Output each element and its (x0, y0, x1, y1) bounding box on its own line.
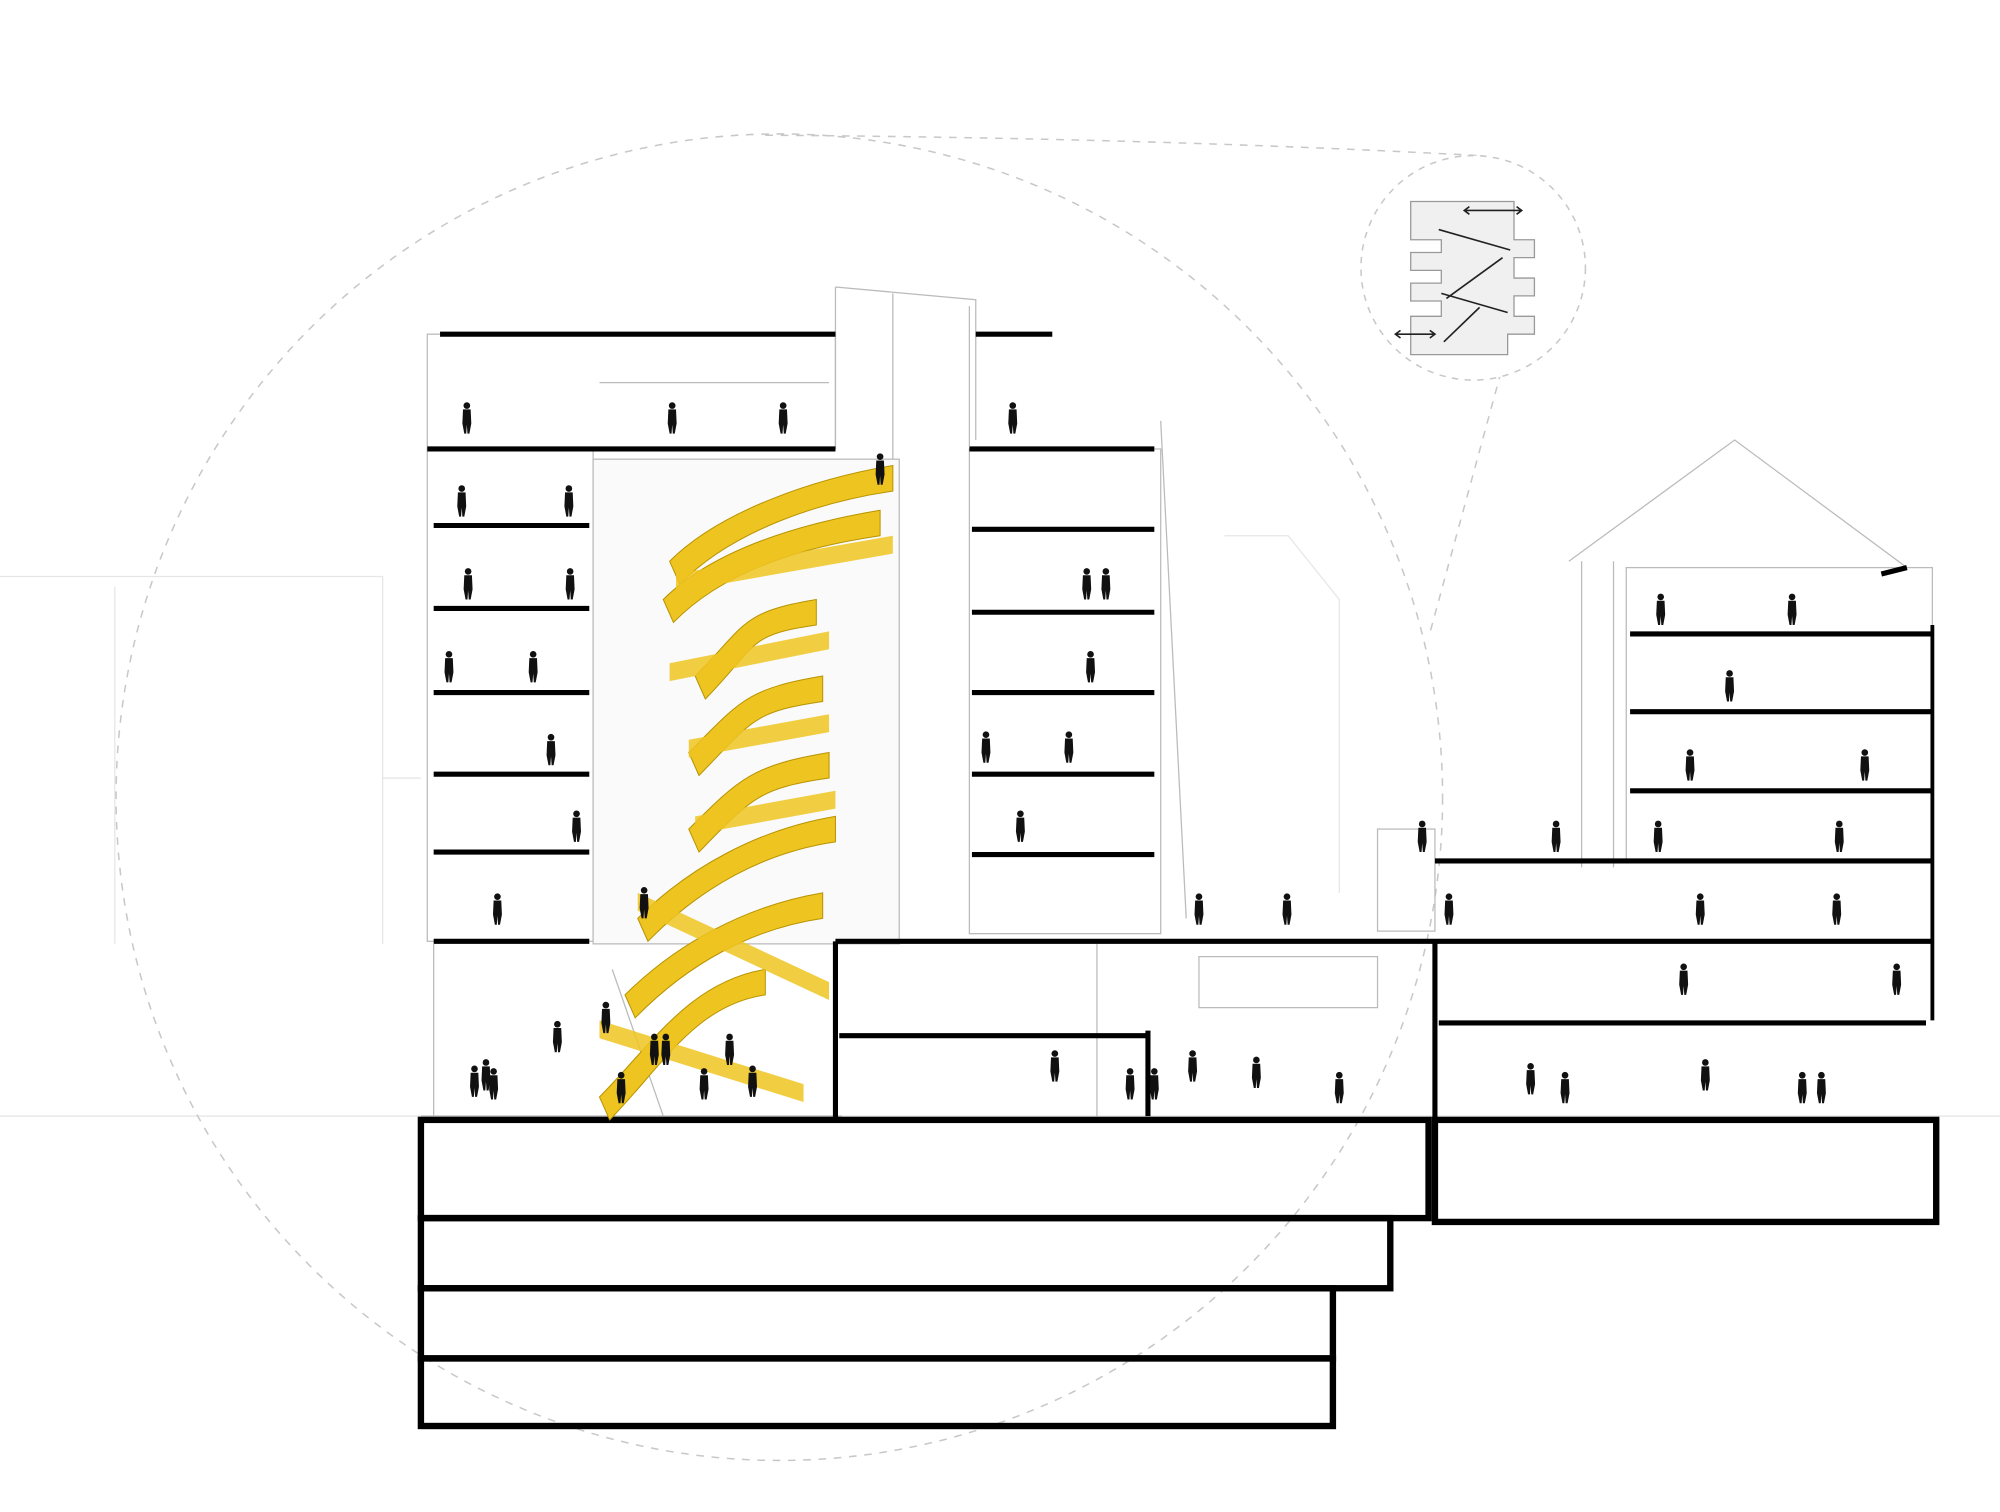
stair-band (662, 509, 881, 624)
person-silhouette-icon (1560, 1071, 1570, 1104)
person-silhouette-icon (1653, 820, 1663, 853)
person-silhouette-icon (1551, 820, 1561, 853)
person-silhouette-icon (725, 1033, 735, 1066)
person-silhouette-icon (1695, 893, 1705, 925)
circulation-inset-diagram (1360, 154, 1587, 381)
person-silhouette-icon (564, 485, 574, 517)
person-silhouette-icon (492, 893, 502, 925)
person-silhouette-icon (565, 568, 575, 600)
person-silhouette-icon (661, 1033, 671, 1066)
stair-band (688, 714, 830, 758)
person-silhouette-icon (463, 568, 473, 600)
person-silhouette-icon (572, 810, 581, 842)
person-silhouette-icon (444, 651, 454, 683)
stair-band (688, 751, 830, 853)
stair-band (676, 535, 893, 592)
person-silhouette-icon (1334, 1071, 1344, 1104)
person-silhouette-icon (528, 651, 538, 683)
person-silhouette-icon (1860, 749, 1870, 781)
person-silhouette-icon (489, 1068, 499, 1100)
person-silhouette-icon (981, 731, 991, 763)
person-silhouette-icon (457, 485, 467, 517)
person-silhouette-icon (601, 1001, 611, 1034)
person-silhouette-icon (552, 1020, 562, 1053)
person-silhouette-icon (1064, 731, 1074, 763)
stair-band (695, 790, 836, 835)
person-silhouette-icon (462, 402, 472, 434)
person-silhouette-icon (1679, 963, 1689, 995)
context-lines (0, 535, 2000, 1117)
person-silhouette-icon (1656, 593, 1666, 625)
stair-band (598, 968, 766, 1121)
person-silhouette-icon (546, 733, 556, 766)
person-silhouette-icon (667, 402, 677, 434)
person-silhouette-icon (616, 1071, 626, 1104)
person-silhouette-icon (1787, 593, 1797, 625)
person-silhouette-icon (1816, 1071, 1826, 1104)
stair-band (624, 892, 824, 1019)
person-silhouette-icon (699, 1068, 709, 1100)
person-silhouette-icon (748, 1065, 758, 1097)
person-silhouette-icon (875, 453, 885, 485)
person-silhouette-icon (1685, 749, 1695, 781)
focus-circle (115, 133, 1444, 1462)
section-cut-lines (417, 331, 1940, 1430)
person-silhouette-icon (1050, 1050, 1060, 1082)
person-silhouette-icon (1417, 820, 1427, 853)
person-silhouette-icon (1892, 963, 1902, 995)
person-silhouette-icon (1282, 893, 1292, 925)
person-silhouette-icon (1149, 1068, 1159, 1100)
person-silhouette-icon (1832, 893, 1842, 925)
person-silhouette-icon (639, 886, 649, 919)
person-silhouette-icon (1086, 651, 1096, 683)
person-silhouette-icon (1526, 1063, 1536, 1095)
person-silhouette-icon (1797, 1071, 1807, 1104)
person-silhouette-icon (1700, 1059, 1710, 1091)
person-silhouette-icon (1194, 893, 1204, 925)
people-silhouettes (444, 402, 1902, 1104)
double-arrow-icon (1394, 205, 1524, 343)
stair-band (637, 892, 830, 1000)
person-silhouette-icon (1834, 820, 1844, 853)
person-silhouette-icon (778, 402, 788, 434)
person-silhouette-icon (1015, 810, 1025, 842)
person-silhouette-icon (1125, 1068, 1135, 1100)
stair-band (694, 598, 817, 700)
person-silhouette-icon (1251, 1056, 1261, 1089)
person-silhouette-icon (1082, 568, 1092, 600)
person-silhouette-icon (481, 1059, 491, 1091)
person-silhouette-icon (470, 1065, 479, 1097)
person-silhouette-icon (1008, 402, 1018, 434)
stair-band (669, 631, 830, 682)
person-silhouette-icon (649, 1033, 659, 1066)
stair-band (637, 815, 836, 943)
person-silhouette-icon (1444, 893, 1454, 925)
person-silhouette-icon (1101, 568, 1111, 600)
person-silhouette-icon (1188, 1050, 1198, 1082)
person-silhouette-icon (1725, 670, 1735, 702)
